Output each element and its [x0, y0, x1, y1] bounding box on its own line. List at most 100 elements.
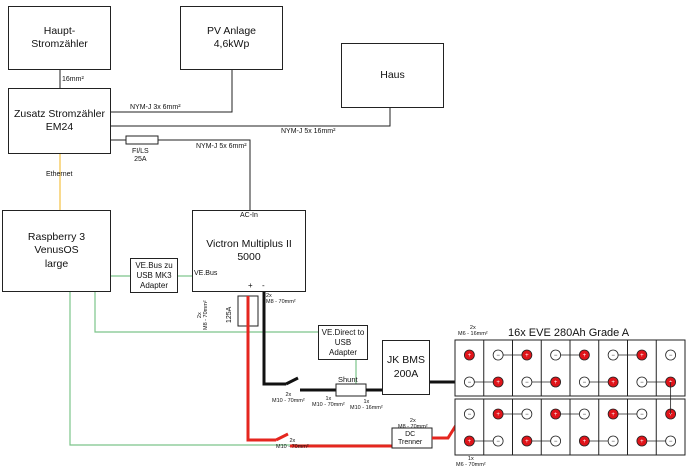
m10-2x-2-line2: M10 - 70mm² [276, 444, 309, 451]
wire-bms-data [69, 292, 390, 446]
label-m6-bot: 1x M6 - 70mm² [456, 456, 486, 468]
haupt-stromzaehler-box: Haupt- Stromzähler [8, 6, 111, 70]
terminal-positive [578, 349, 590, 361]
terminal-positive [550, 376, 562, 388]
switch-negative [285, 376, 299, 386]
terminal-negative [463, 408, 475, 420]
label-m6-top: 2x M6 - 16mm² [458, 325, 488, 337]
wire-vedirect [94, 292, 318, 333]
fils-breaker [125, 135, 159, 145]
label-minus: - [262, 281, 265, 290]
raspberry-line3: large [44, 257, 69, 270]
vebus-adapter-box: VE.Bus zu USB MK3 Adapter [130, 258, 178, 293]
vebus-adapter-line1: VE.Bus zu [135, 260, 173, 270]
m10-2x-1-line1: 2x [285, 392, 292, 398]
label-ethernet: Ethernet [46, 171, 73, 178]
pv-anlage-box: PV Anlage 4,6kWp [180, 6, 283, 70]
label-fuse: 125A [226, 306, 233, 323]
label-plus: + [248, 281, 253, 290]
vedirect-line3: Adapter [328, 347, 358, 357]
terminal-sign: + [496, 380, 500, 386]
terminal-positive [463, 349, 475, 361]
jkbms-line2: 200A [393, 367, 419, 380]
m10-1x-line2: M10 - 70mm² [312, 402, 345, 409]
vebus-adapter-line2: USB MK3 [136, 270, 172, 280]
dc-trenner-label: DC Trenner [398, 431, 422, 446]
terminal-negative [665, 435, 677, 447]
terminal-sign: + [525, 439, 529, 445]
haupt-line1: Haupt- [43, 24, 76, 37]
m6-bot-line2: M6 - 70mm² [456, 462, 486, 469]
switch-positive [275, 432, 289, 442]
zusatz-stromzaehler-box: Zusatz Stromzähler EM24 [8, 88, 111, 154]
wire-negative [262, 292, 286, 386]
jk-bms-box: JK BMS 200A [382, 340, 430, 395]
terminal-sign: − [554, 439, 558, 445]
terminal-sign: − [525, 412, 529, 418]
battery-title: 16x EVE 280Ah Grade A [508, 327, 630, 339]
m10-1x16-line2: M10 - 16mm² [350, 405, 383, 412]
terminal-sign: + [468, 353, 472, 359]
terminal-negative [607, 435, 619, 447]
wire-pv [110, 70, 233, 113]
terminal-sign: + [669, 412, 673, 418]
m10-2x-1-line2: M10 - 70mm² [272, 398, 305, 405]
label-m10-2x-1: 2x M10 - 70mm² [272, 392, 305, 404]
m8c-line2: M8 - 70mm² [398, 424, 428, 431]
terminal-sign: + [583, 353, 587, 359]
battery-cells: +−−++−−++−−++−−+−++−−++−−++−−++− [463, 340, 677, 455]
terminal-sign: + [554, 380, 558, 386]
terminal-sign: − [640, 412, 644, 418]
label-16mm: 16mm² [62, 76, 84, 83]
m6-bot-line1: 1x [467, 456, 474, 462]
terminal-sign: − [525, 380, 529, 386]
terminal-sign: + [583, 439, 587, 445]
dc-trenner-line2: Trenner [398, 438, 423, 446]
terminal-sign: − [611, 439, 615, 445]
terminal-sign: − [496, 439, 500, 445]
terminal-sign: − [583, 380, 587, 386]
terminal-positive [521, 349, 533, 361]
dc-trenner-line1: DC [405, 431, 416, 438]
terminal-negative [636, 408, 648, 420]
label-vebus: VE.Bus [194, 270, 218, 277]
terminal-sign: − [583, 412, 587, 418]
terminal-sign: − [669, 353, 673, 359]
label-m10-1x: 1x M10 - 70mm² [312, 396, 345, 408]
shunt-label: Shunt [338, 375, 358, 384]
terminal-sign: + [496, 412, 500, 418]
m8b-line2: M8 - 70mm² [266, 299, 296, 306]
terminal-negative [550, 435, 562, 447]
m8c-line1: 2x [409, 418, 416, 424]
vedirect-adapter-box: VE.Direct to USB Adapter [318, 325, 368, 360]
victron-box: Victron Multiplus II 5000 [192, 210, 306, 292]
zusatz-line1: Zusatz Stromzähler [13, 107, 106, 120]
terminal-sign: + [611, 380, 615, 386]
raspberry-line1: Raspberry 3 [27, 231, 86, 244]
m10-1x-line1: 1x [325, 396, 332, 402]
haupt-line2: Stromzähler [31, 38, 88, 50]
raspberry-line2: VenusOS [34, 244, 79, 257]
terminal-sign: − [468, 412, 472, 418]
label-m10-1x16: 1x M10 - 16mm² [350, 399, 383, 411]
victron-line1: Victron Multiplus II [206, 237, 292, 250]
terminal-negative [665, 349, 677, 361]
terminal-sign: + [640, 353, 644, 359]
terminal-sign: + [554, 412, 558, 418]
terminal-sign: + [640, 439, 644, 445]
m6-top-line2: M6 - 16mm² [458, 331, 488, 338]
vebus-adapter-line3: Adapter [139, 280, 169, 290]
terminal-positive [607, 376, 619, 388]
label-m8-c: 2x M8 - 70mm² [398, 418, 428, 430]
terminal-sign: − [611, 353, 615, 359]
label-ac-in: AC-In [240, 212, 258, 219]
pv-line2: 4,6kWp [213, 38, 250, 50]
label-nym5x16: NYM-J 5x 16mm² [281, 128, 336, 135]
terminal-sign: − [554, 353, 558, 359]
label-m8-a: 2x M8 - 70mm² [197, 300, 209, 330]
m6-top-line1: 2x [469, 325, 476, 331]
terminal-negative [578, 408, 590, 420]
label-nym5x6: NYM-J 5x 6mm² [196, 143, 247, 150]
label-fils: FI/LS 25A [132, 148, 149, 163]
